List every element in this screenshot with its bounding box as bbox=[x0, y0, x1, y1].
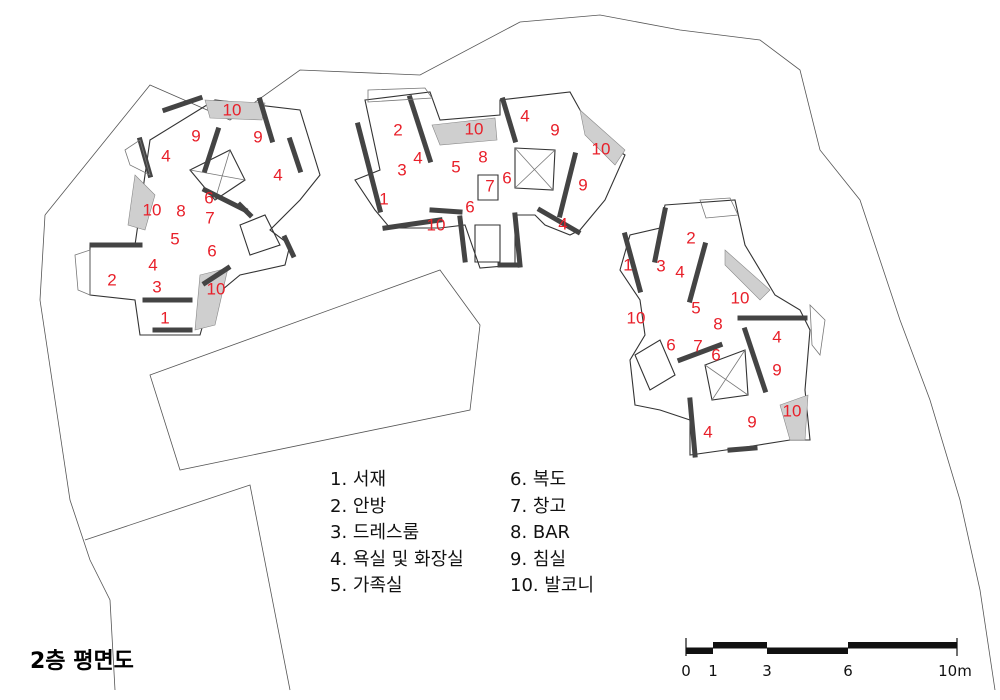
room-label: 8 bbox=[478, 147, 487, 166]
room-label: 6 bbox=[207, 241, 216, 260]
legend-item: 5. 가족실 bbox=[330, 575, 403, 596]
room-label: 3 bbox=[656, 256, 665, 275]
room-label: 10 bbox=[592, 139, 611, 158]
room-label: 9 bbox=[550, 120, 559, 139]
room-label: 10 bbox=[465, 119, 484, 138]
room-label: 4 bbox=[161, 146, 170, 165]
scale-bar: 0 1 3 6 10m bbox=[681, 638, 972, 680]
room-label: 5 bbox=[691, 298, 700, 317]
room-label: 2 bbox=[393, 120, 402, 139]
room-labels-middle: 2 10 4 9 3 4 5 8 10 6 7 1 9 6 10 4 bbox=[379, 106, 610, 234]
landscape-area bbox=[149, 269, 481, 471]
room-label: 5 bbox=[170, 229, 179, 248]
room-label: 4 bbox=[413, 148, 422, 167]
room-label: 7 bbox=[693, 336, 702, 355]
room-label: 10 bbox=[223, 100, 242, 119]
room-label: 8 bbox=[176, 201, 185, 220]
legend-item: 8. BAR bbox=[510, 522, 571, 543]
room-label: 4 bbox=[558, 214, 567, 233]
middle-unit bbox=[354, 87, 626, 269]
site-boundary bbox=[44, 14, 996, 691]
room-label: 3 bbox=[152, 277, 161, 296]
legend-item: 2. 안방 bbox=[330, 495, 387, 517]
scale-tick-label: 10m bbox=[938, 662, 972, 680]
landscape-edge bbox=[84, 484, 291, 691]
legend-item: 7. 창고 bbox=[510, 495, 567, 517]
room-label: 4 bbox=[520, 106, 529, 125]
room-label: 6 bbox=[465, 197, 474, 216]
room-label: 7 bbox=[485, 176, 494, 195]
scale-tick-label: 1 bbox=[708, 662, 718, 680]
legend-item: 1. 서재 bbox=[330, 469, 387, 490]
room-label: 1 bbox=[160, 308, 169, 327]
legend-item: 9. 침실 bbox=[510, 548, 567, 570]
room-label: 10 bbox=[207, 279, 226, 298]
room-label: 3 bbox=[397, 160, 406, 179]
floor-plan-title: 2층 평면도 bbox=[30, 649, 134, 674]
room-label: 10 bbox=[427, 215, 446, 234]
scale-tick-label: 0 bbox=[681, 662, 691, 680]
room-label: 2 bbox=[107, 270, 116, 289]
room-label: 4 bbox=[148, 255, 157, 274]
room-label: 10 bbox=[731, 288, 750, 307]
scale-tick-label: 3 bbox=[762, 662, 772, 680]
room-label: 10 bbox=[783, 401, 802, 420]
room-label: 6 bbox=[502, 168, 511, 187]
room-label: 9 bbox=[191, 126, 200, 145]
room-label: 9 bbox=[578, 175, 587, 194]
room-label: 7 bbox=[205, 208, 214, 227]
legend-item: 3. 드레스룸 bbox=[330, 522, 420, 543]
scale-tick-label: 6 bbox=[843, 662, 853, 680]
room-label: 6 bbox=[711, 345, 720, 364]
legend-item: 10. 발코니 bbox=[510, 575, 595, 596]
room-label: 4 bbox=[675, 262, 684, 281]
right-unit bbox=[619, 197, 826, 458]
room-label: 1 bbox=[623, 255, 632, 274]
site-boundary-left bbox=[39, 214, 116, 691]
room-label: 1 bbox=[379, 189, 388, 208]
room-label: 4 bbox=[772, 327, 781, 346]
legend-column-left: 1. 서재 2. 안방 3. 드레스룸 4. 욕실 및 화장실 5. 가족실 bbox=[330, 467, 464, 600]
room-label: 6 bbox=[666, 335, 675, 354]
room-label: 9 bbox=[747, 412, 756, 431]
room-label: 4 bbox=[273, 165, 282, 184]
room-label: 10 bbox=[627, 308, 646, 327]
legend-item: 4. 욕실 및 화장실 bbox=[330, 548, 464, 570]
room-label: 6 bbox=[204, 188, 213, 207]
room-labels-right: 2 1 3 4 10 5 10 8 4 6 7 6 9 4 9 10 bbox=[623, 228, 801, 441]
room-label: 5 bbox=[451, 157, 460, 176]
room-labels-left: 10 9 9 4 4 6 10 8 7 5 6 2 4 3 10 1 bbox=[107, 100, 282, 327]
room-label: 10 bbox=[143, 200, 162, 219]
legend-item: 6. 복도 bbox=[510, 469, 567, 490]
room-label: 9 bbox=[253, 127, 262, 146]
room-label: 8 bbox=[713, 314, 722, 333]
room-label: 9 bbox=[772, 360, 781, 379]
room-label: 2 bbox=[686, 228, 695, 247]
left-unit bbox=[74, 94, 321, 336]
legend-column-right: 6. 복도 7. 창고 8. BAR 9. 침실 10. 발코니 bbox=[510, 467, 594, 600]
room-label: 4 bbox=[703, 422, 712, 441]
